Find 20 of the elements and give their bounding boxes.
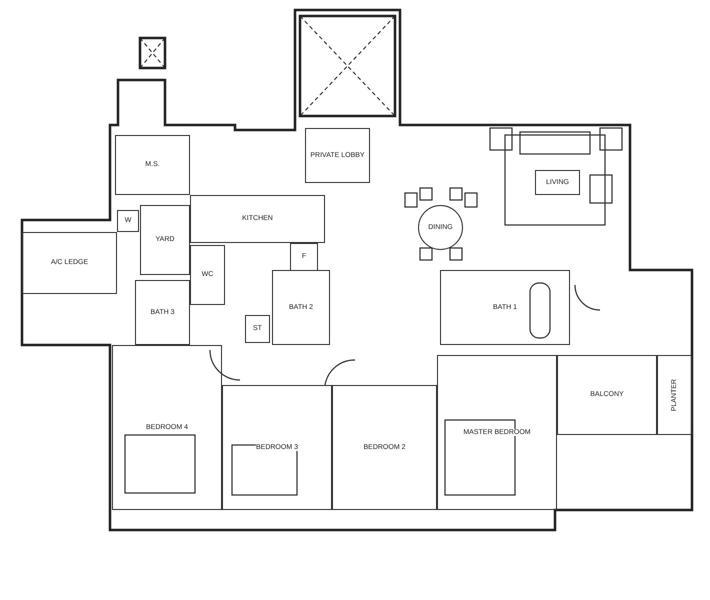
room-outline — [657, 355, 692, 435]
room-outline — [190, 195, 325, 243]
room-outline — [440, 270, 570, 345]
room-outline — [140, 205, 190, 275]
living-rug — [535, 170, 580, 195]
room-outline — [112, 345, 222, 510]
room-outline — [222, 385, 332, 510]
room-outline — [557, 355, 657, 435]
room-outline — [290, 243, 318, 271]
room-outline — [332, 385, 437, 510]
room-outline — [190, 245, 225, 305]
room-outline — [437, 355, 557, 510]
room-outline — [117, 210, 139, 232]
room-outline — [115, 135, 190, 195]
dining-table — [418, 205, 463, 250]
room-outline — [245, 315, 270, 343]
room-outline — [272, 270, 330, 345]
room-outline — [305, 128, 370, 183]
room-outline — [135, 280, 190, 345]
room-outline — [22, 232, 117, 294]
